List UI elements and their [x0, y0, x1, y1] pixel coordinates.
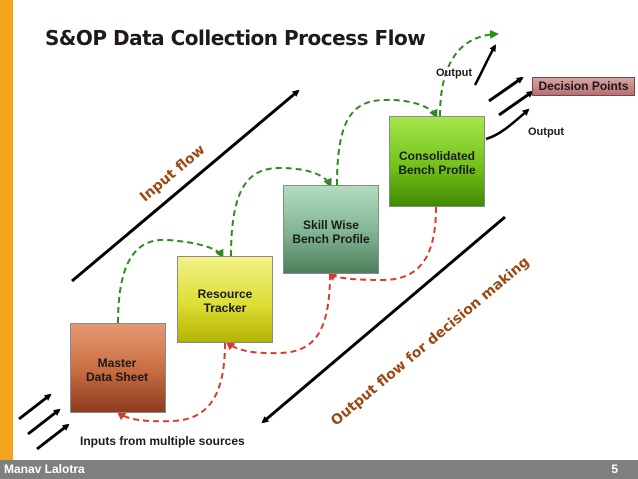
green-arc-3	[336, 98, 438, 186]
consolidated-bench-profile-label: Consolidated Bench Profile	[398, 149, 476, 177]
resource-tracker-box	[177, 256, 273, 343]
input-flow-arrow	[71, 89, 300, 283]
output-label-top: Output	[436, 67, 473, 79]
green-arc-2	[230, 166, 332, 257]
resource-tracker-label: Resource Tracker	[197, 287, 253, 315]
input-arrow-1	[18, 393, 52, 421]
output-flow-arrow	[261, 215, 506, 424]
red-arc-3	[116, 342, 226, 423]
skill-wise-bench-profile-label: Skill Wise Bench Profile	[292, 218, 370, 246]
input-arrow-3	[36, 423, 70, 451]
skill-wise-bench-profile-box	[283, 185, 379, 274]
consolidated-bench-profile-box	[389, 116, 485, 207]
red-arc-2	[225, 273, 331, 355]
output-arrow-2	[488, 76, 524, 103]
input-arrow-2	[27, 408, 61, 436]
output-arrow-3	[498, 90, 534, 117]
output-arrow-1	[473, 44, 497, 86]
decision-points-box: Decision Points	[532, 77, 635, 96]
accent-stripe	[0, 0, 13, 460]
red-arc-1	[327, 206, 437, 282]
output-arrow-4	[485, 108, 530, 141]
footer-page-number: 5	[611, 462, 618, 476]
master-data-sheet-box	[70, 323, 166, 413]
green-arc-1	[117, 238, 224, 324]
page-title: S&OP Data Collection Process Flow	[45, 26, 426, 50]
output-label-bottom: Output	[528, 126, 565, 138]
inputs-label: Inputs from multiple sources	[80, 434, 245, 448]
footer-bar: Manav Lalotra 5	[0, 460, 638, 479]
green-arc-4	[439, 29, 499, 117]
master-data-sheet-label: Master Data Sheet	[85, 356, 149, 384]
footer-author: Manav Lalotra	[4, 462, 85, 476]
